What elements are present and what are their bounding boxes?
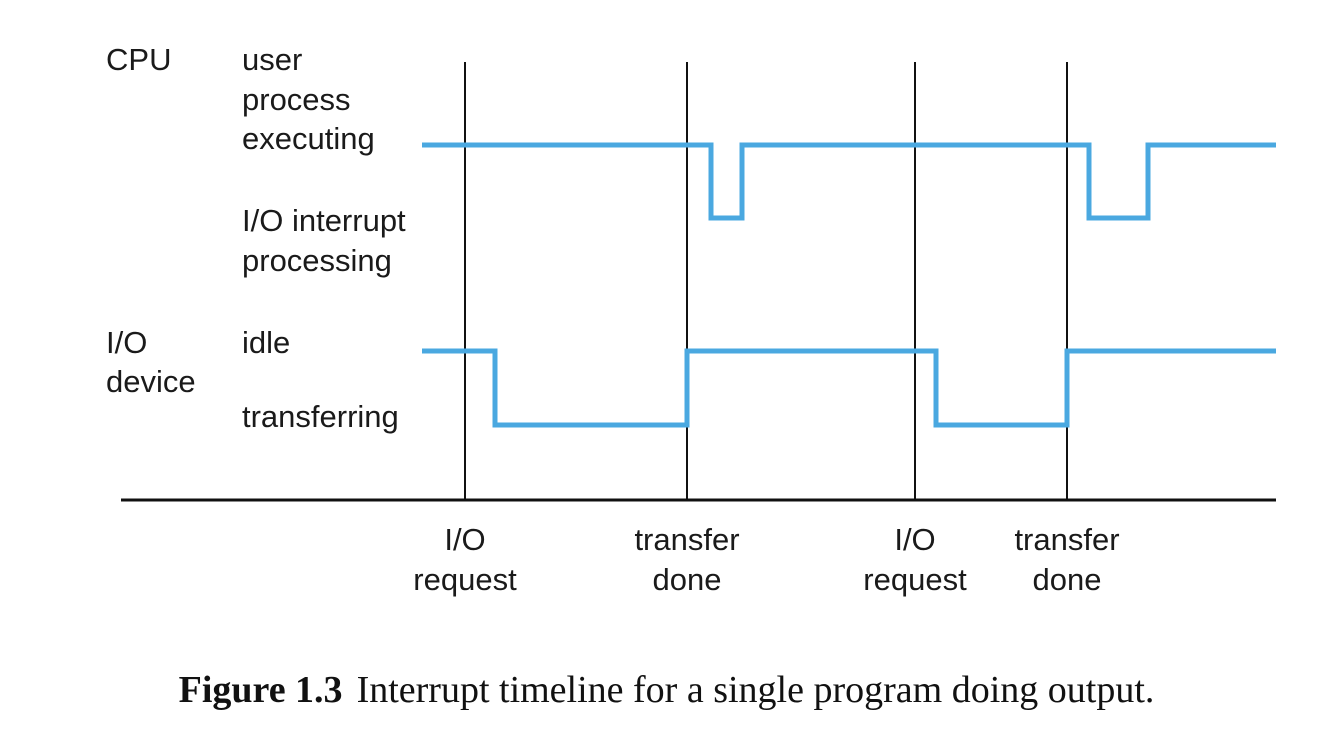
figure-number: Figure 1.3 <box>178 669 343 711</box>
io-row-label-line1: I/O <box>106 325 147 360</box>
figure-caption: Figure 1.3 Interrupt timeline for a singl… <box>0 668 1333 712</box>
user-process-label-line2: process <box>242 82 351 117</box>
transferring-label: transferring <box>242 399 399 434</box>
caption-text: Interrupt timeline for a single program … <box>356 669 1155 711</box>
cpu-row-label: CPU <box>106 42 171 77</box>
idle-label: idle <box>242 325 290 360</box>
interrupt-processing-label-line2: processing <box>242 243 392 278</box>
event-label-2-line2: done <box>653 562 722 597</box>
event-label-3-line1: I/O <box>894 522 935 557</box>
event-label-4-line1: transfer <box>1014 522 1119 557</box>
event-label-1-line2: request <box>413 562 517 597</box>
io-device-signal-trace <box>422 348 1276 428</box>
event-label-3-line2: request <box>863 562 967 597</box>
cpu-signal-trace <box>422 142 1276 221</box>
interrupt-timeline-diagram: CPU I/O device user process executing I/… <box>106 42 1276 597</box>
io-row-label-line2: device <box>106 364 196 399</box>
event-label-1-line1: I/O <box>444 522 485 557</box>
event-label-4-line2: done <box>1033 562 1102 597</box>
event-label-2-line1: transfer <box>634 522 739 557</box>
interrupt-processing-label-line1: I/O interrupt <box>242 203 406 238</box>
user-process-label-line3: executing <box>242 121 375 156</box>
user-process-label-line1: user <box>242 42 302 77</box>
